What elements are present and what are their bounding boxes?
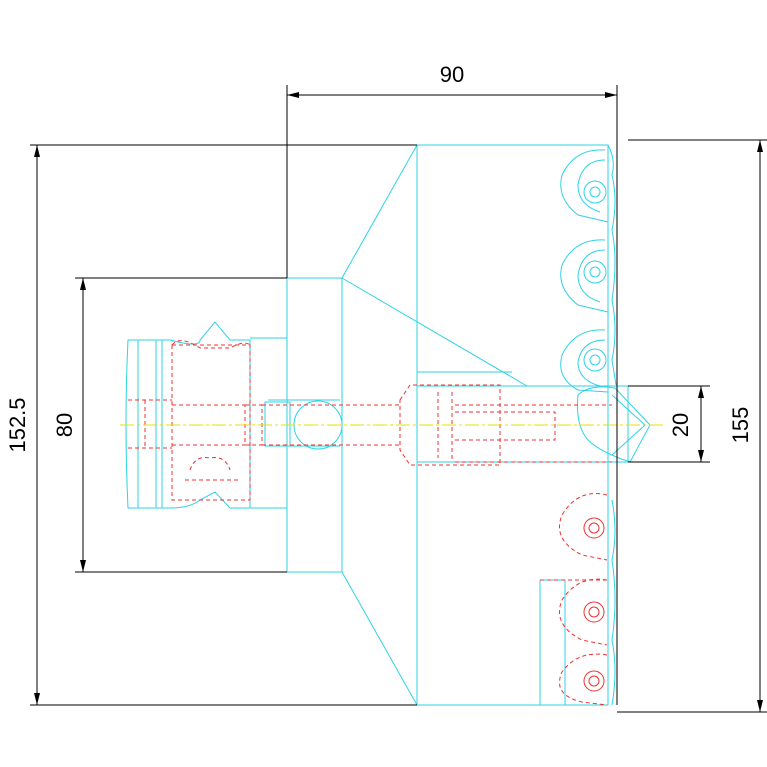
dimension-bore-height: 20 (628, 385, 710, 463)
dim-label-bore-height: 20 (668, 413, 693, 437)
cutter-pocket-low (560, 329, 609, 393)
hidden-cutter-1 (559, 493, 608, 561)
dim-label-right-height: 155 (728, 407, 753, 444)
inner-taper (341, 277, 528, 387)
cutter-pocket-mid (560, 239, 609, 313)
part-body (125, 144, 651, 706)
dim-label-width: 90 (440, 62, 464, 87)
dimension-left-height: 152.5 (5, 144, 417, 706)
edge-contour (607, 144, 617, 706)
hidden-cutter-3 (559, 653, 608, 706)
tip-profile (577, 386, 651, 463)
dimension-right-height: 155 (617, 139, 767, 713)
cutter-pocket-top (560, 149, 609, 223)
hidden-features (128, 340, 612, 706)
lower-slot (539, 579, 566, 705)
dimension-inner-height: 80 (52, 277, 287, 573)
dim-label-inner-height: 80 (52, 413, 77, 437)
shank-adapter (125, 321, 343, 509)
body-outline (416, 144, 609, 706)
dim-label-left-height: 152.5 (5, 397, 30, 452)
hidden-cutter-2 (559, 578, 608, 646)
dimension-top-width: 90 (286, 62, 618, 705)
